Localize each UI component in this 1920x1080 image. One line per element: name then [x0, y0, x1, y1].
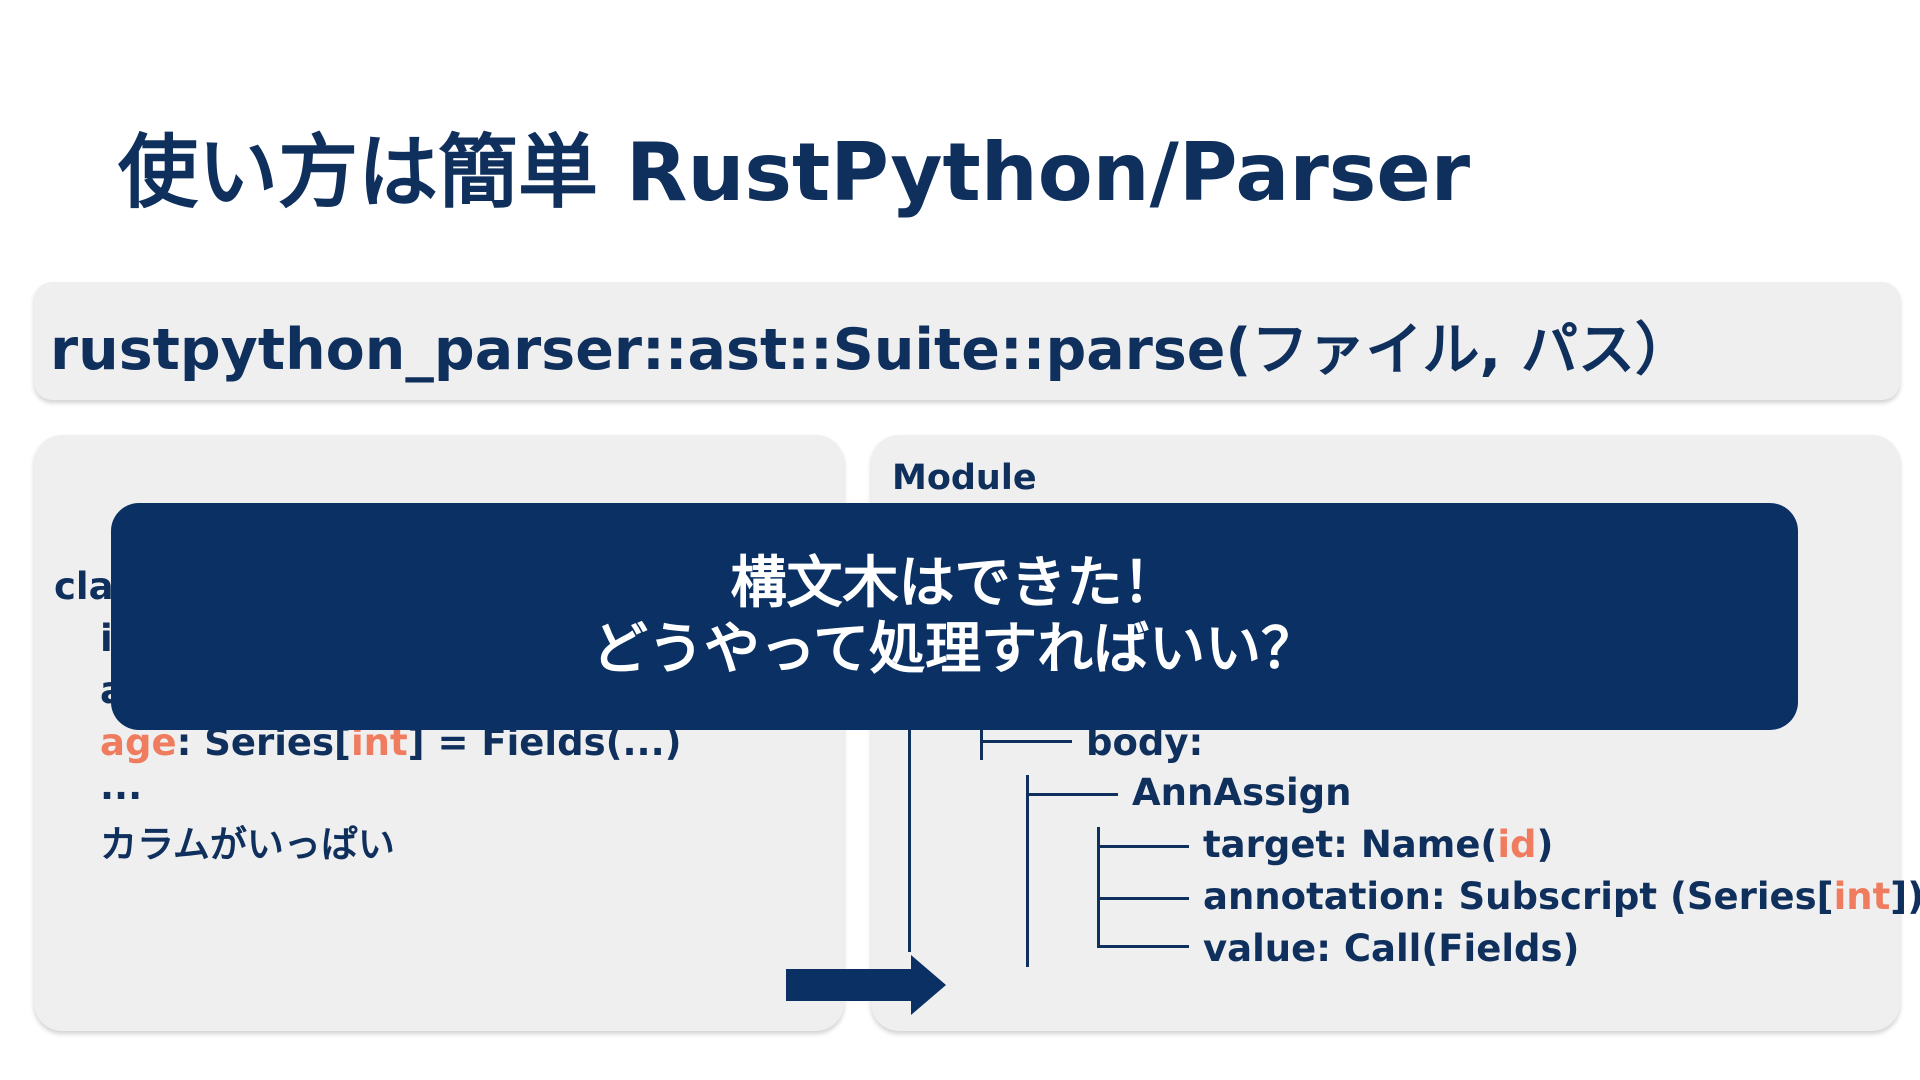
many-columns-comment: カラムがいっぱい [100, 823, 395, 866]
tree-connector-root [908, 730, 911, 952]
tree-connector-body [980, 740, 1072, 743]
slide-title: 使い方は簡単 RustPython/Parser [118, 126, 1471, 219]
tree-annassign-node: AnnAssign [1132, 771, 1352, 814]
tree-target-prefix: target: Name( [1203, 823, 1498, 866]
tree-annotation-int: int [1833, 875, 1891, 918]
tree-module-node: Module [892, 458, 1037, 498]
tree-connector-annassign [1026, 793, 1118, 796]
tree-connector-annassign-vertical [1026, 775, 1029, 967]
tree-annotation-suffix: ]) [1890, 875, 1920, 918]
tree-connector-annotation [1097, 897, 1189, 900]
api-call-text: rustpython_parser::ast::Suite::parse(ファイ… [50, 317, 1692, 383]
field-fragment-1: i [100, 617, 113, 660]
tree-connector-children-vertical [1097, 827, 1100, 945]
age-field-line: age: Series[int] = Fields(...) [100, 724, 682, 761]
tree-connector-value [1097, 945, 1189, 948]
right-arrow-icon [786, 955, 946, 1015]
tree-annotation-prefix: annotation: Subscript (Series[ [1203, 875, 1834, 918]
tree-target-node: target: Name(id) [1203, 826, 1553, 863]
tree-connector-body-vertical [980, 730, 983, 760]
age-field-rest: ] = Fields(...) [407, 721, 682, 764]
api-call-box: rustpython_parser::ast::Suite::parse(ファイ… [34, 282, 1900, 400]
tree-value-node: value: Call(Fields) [1203, 927, 1580, 970]
tree-target-suffix: ) [1536, 823, 1554, 866]
age-field-int: int [350, 721, 408, 764]
age-field-name: age [100, 721, 177, 764]
tree-body-node: body: [1086, 721, 1204, 764]
callout-line-2: どうやって処理すればいい？ [591, 616, 1318, 682]
age-field-type: : Series[ [176, 721, 351, 764]
code-ellipsis: ... [100, 765, 143, 808]
tree-target-id: id [1497, 823, 1537, 866]
callout-line-1: 構文木はできた！ [730, 550, 1179, 616]
tree-connector-target [1097, 845, 1189, 848]
callout-banner: 構文木はできた！ どうやって処理すればいい？ [111, 503, 1798, 730]
tree-annotation-node: annotation: Subscript (Series[int]) [1203, 878, 1920, 915]
class-keyword-fragment: cla [54, 565, 114, 608]
